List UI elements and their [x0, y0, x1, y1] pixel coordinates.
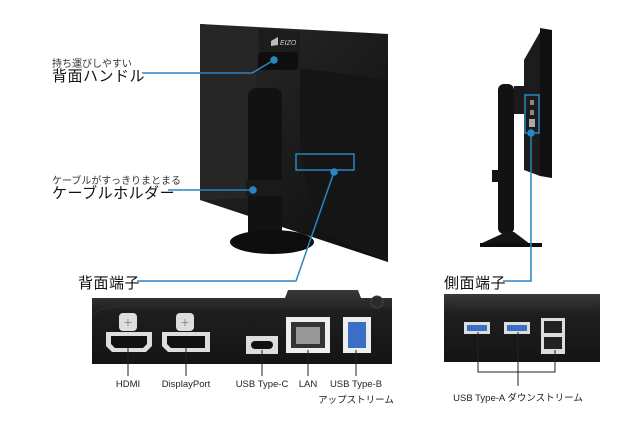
usb-c-port [246, 336, 278, 354]
port-label-usb-c: USB Type-C [235, 379, 289, 390]
monitor-rear: EIZO [200, 24, 388, 262]
cable-holder-subtitle: ケーブルがすっきりまとまる [52, 176, 181, 187]
rear-handle [258, 52, 298, 70]
monitor-side [480, 28, 552, 247]
stand-neck [248, 88, 282, 248]
callout-line-rear-ports [137, 171, 335, 282]
side-ports-title: 側面端子 [444, 274, 507, 292]
hdmi-port: + [106, 313, 152, 352]
handle-title: 背面ハンドル [52, 67, 146, 85]
stand-base [230, 230, 314, 254]
port-label-hdmi: HDMI [115, 379, 141, 390]
cable-holder-title: ケーブルホルダー [52, 184, 176, 202]
port-label-displayport: DisplayPort [161, 379, 211, 390]
rear-panel-closeup: + + [91, 290, 392, 376]
brand-logo: EIZO [280, 40, 297, 47]
usb-a-port-2 [504, 322, 530, 334]
port-label-lan: LAN [298, 379, 318, 390]
svg-text:+: + [123, 316, 132, 329]
handle-subtitle: 持ち運びしやすい [52, 59, 132, 70]
lan-port [286, 317, 330, 353]
usb-a-port-1 [464, 322, 490, 334]
rear-port-highlight [295, 153, 355, 171]
port-label-usb-b-sub: アップストリーム [318, 395, 394, 406]
callout-lines [137, 56, 535, 282]
side-panel-closeup [444, 294, 600, 386]
port-label-usb-b: USB Type-B [329, 379, 383, 390]
displayport-port: + [162, 313, 210, 352]
usb-b-port [343, 317, 371, 353]
side-stand [498, 84, 514, 234]
eizo-logo-icon [271, 37, 278, 46]
screw-icon [370, 295, 384, 309]
callout-line-side-ports [503, 133, 532, 282]
usb-a-port-stacked [541, 318, 565, 354]
callout-line-handle [142, 59, 275, 74]
rear-ports-title: 背面端子 [78, 274, 141, 292]
port-label-usb-a: USB Type-A ダウンストリーム [453, 393, 583, 404]
svg-text:+: + [180, 316, 189, 329]
